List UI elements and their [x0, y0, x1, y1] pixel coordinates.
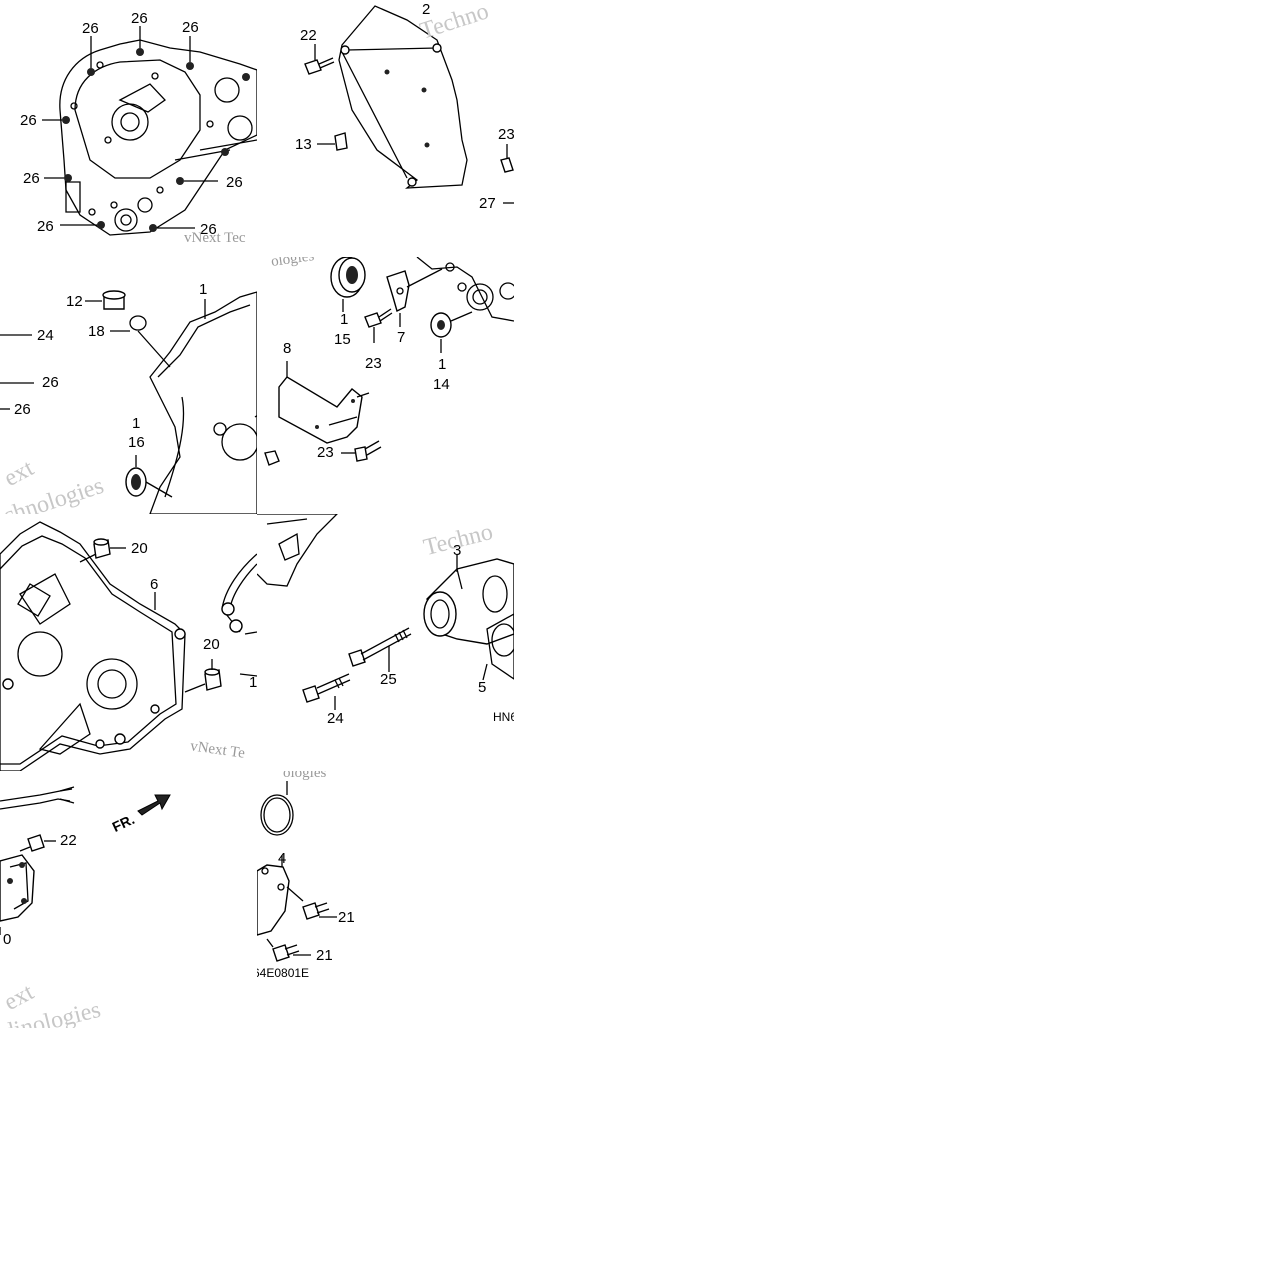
callout-1: 1 — [132, 415, 141, 432]
callout-20: 20 — [203, 636, 220, 653]
callout-24: 24 — [37, 327, 54, 344]
callout-26: 26 — [82, 20, 99, 37]
crankcase-cover-drawing — [42, 26, 257, 236]
diagram-tile-sensor: 22 0 FR. ext dinologies — [0, 771, 257, 1028]
callout-15: 15 — [334, 331, 351, 348]
callout-20: 20 — [131, 540, 148, 557]
callout-2: 2 — [422, 1, 431, 18]
diagram-tile-crankcase-cover: 26 26 26 26 26 26 26 26 vNext Tec — [0, 0, 257, 257]
callout-26: 26 — [23, 170, 40, 187]
side-cover-drawing — [304, 5, 514, 204]
case-gasket-drawing — [0, 521, 257, 771]
callout-5: 5 — [478, 679, 487, 696]
callout-24: 24 — [327, 710, 344, 727]
callout-21: 21 — [316, 947, 333, 964]
diagram-tile-cover-oring: 4 21 21 64E0801E ologies — [257, 771, 514, 1028]
callout-0: 0 — [3, 931, 12, 948]
diagram-code: HN6 — [493, 710, 514, 724]
callout-26: 26 — [42, 374, 59, 391]
callout-6: 6 — [150, 576, 159, 593]
callout-22: 22 — [300, 27, 317, 44]
case-half-drawing — [0, 290, 257, 514]
callout-1: 1 — [340, 311, 349, 328]
callout-1: 1 — [249, 674, 257, 691]
callout-23: 23 — [498, 126, 514, 143]
diagram-code: 64E0801E — [257, 966, 310, 980]
callout-3: 3 — [453, 542, 462, 559]
callout-13: 13 — [295, 136, 312, 153]
housing-drawing — [257, 514, 514, 710]
callout-1: 1 — [438, 356, 447, 373]
callout-26: 26 — [131, 10, 148, 27]
callout-4: 4 — [278, 850, 287, 867]
diagram-tile-case-half: 12 18 1 24 26 26 1 16 ext chnologies — [0, 257, 257, 514]
callout-22: 22 — [60, 832, 77, 849]
cover-oring-drawing — [257, 781, 337, 962]
bearings-brackets-drawing — [264, 257, 514, 466]
callout-1: 1 — [199, 281, 208, 298]
callout-26: 26 — [182, 19, 199, 36]
callout-21: 21 — [338, 909, 355, 926]
diagram-tile-bearings-brackets: 1 15 23 7 1 14 8 23 ologies — [257, 257, 514, 514]
callout-8: 8 — [283, 340, 292, 357]
callout-26: 26 — [37, 218, 54, 235]
watermark: vNext Tec — [184, 230, 246, 246]
watermark: ologies — [283, 771, 327, 781]
callout-25: 25 — [380, 671, 397, 688]
callout-26: 26 — [14, 401, 31, 418]
callout-12: 12 — [66, 293, 83, 310]
sensor-drawing — [0, 786, 171, 935]
diagram-tile-side-cover: 2 22 13 23 27 Techno — [257, 0, 514, 257]
callout-26: 26 — [20, 112, 37, 129]
callout-7: 7 — [397, 329, 406, 346]
callout-16: 16 — [128, 434, 145, 451]
callout-26: 26 — [200, 221, 217, 238]
callout-18: 18 — [88, 323, 105, 340]
callout-23: 23 — [317, 444, 334, 461]
callout-14: 14 — [433, 376, 450, 393]
diagram-tile-case-gasket: 20 6 20 1 vNext Te — [0, 514, 257, 771]
callout-23: 23 — [365, 355, 382, 372]
callout-27: 27 — [479, 195, 496, 212]
diagram-tile-housing: 3 25 5 24 HN6 Techno — [257, 514, 514, 771]
callout-26: 26 — [226, 174, 243, 191]
